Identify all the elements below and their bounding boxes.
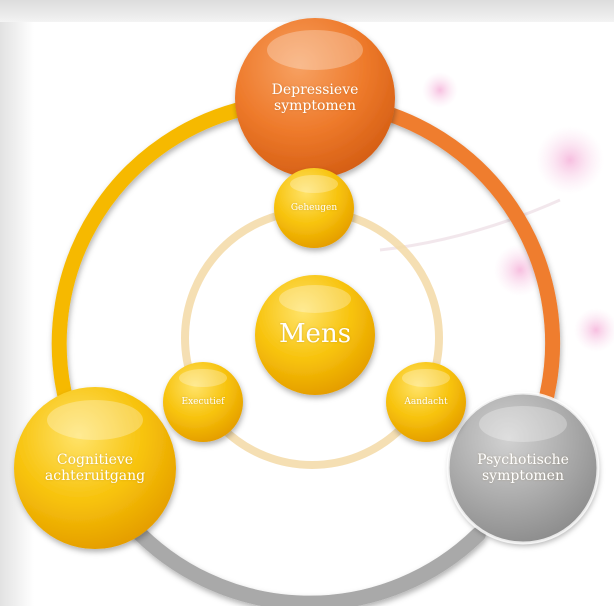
aandacht-node bbox=[386, 362, 466, 442]
blossom-4 bbox=[422, 72, 458, 108]
psychotische-node-rim bbox=[446, 391, 600, 545]
aandacht-label: Aandacht bbox=[404, 396, 448, 407]
psychotische-node bbox=[448, 393, 598, 543]
blossom-3 bbox=[574, 308, 614, 352]
background-blossoms bbox=[379, 72, 614, 352]
cognitieve-node bbox=[14, 387, 176, 549]
outer-ring-gray-arc bbox=[124, 518, 486, 606]
gloss-highlights bbox=[47, 30, 567, 442]
executief-node bbox=[163, 362, 243, 442]
psychotische-label: Psychotische symptomen bbox=[477, 451, 569, 484]
blossom-1 bbox=[536, 126, 604, 194]
depressieve-node bbox=[235, 18, 395, 178]
outer-ring bbox=[51, 100, 561, 606]
outer-ring-orange-arc bbox=[363, 101, 561, 403]
geheugen-node bbox=[274, 168, 354, 248]
depressieve-label: Depressieve symptomen bbox=[271, 81, 359, 114]
geheugen-label: Geheugen bbox=[290, 202, 338, 213]
cognitieve-label: Cognitieve achteruitgang bbox=[44, 451, 146, 484]
mens-label: Mens bbox=[278, 319, 352, 350]
executief-label: Executief bbox=[181, 396, 225, 407]
outer-ring-yellow-arc bbox=[51, 100, 256, 401]
mens-node bbox=[255, 275, 375, 395]
top-bar bbox=[0, 0, 614, 22]
